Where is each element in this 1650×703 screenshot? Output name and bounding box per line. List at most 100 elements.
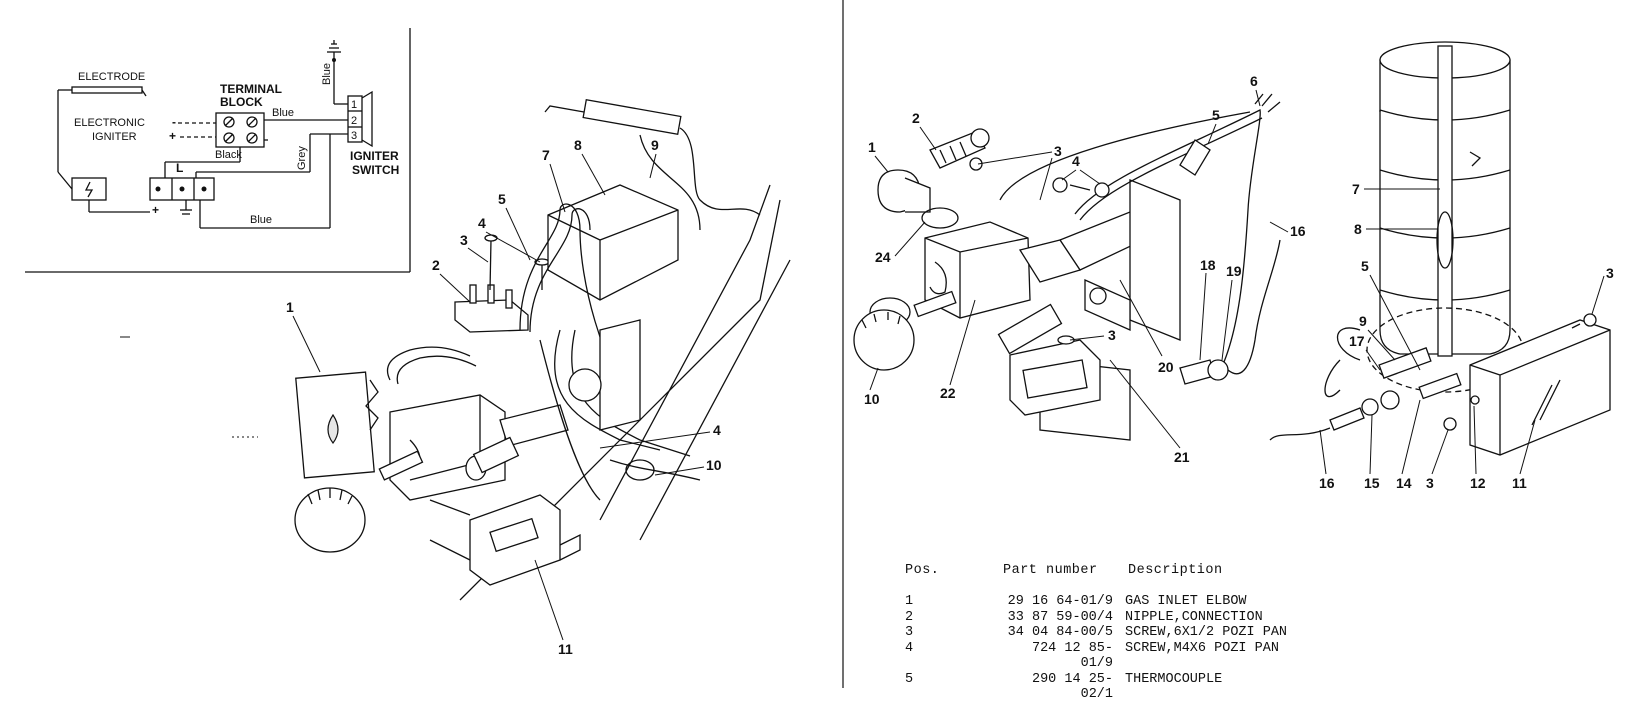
terminal-label-2: BLOCK [220, 95, 263, 109]
electrode-icon [71, 86, 143, 94]
terminal-label-1: TERMINAL [220, 82, 282, 96]
callout-3: 3 [460, 232, 468, 248]
terminal-block [454, 299, 529, 333]
terminal-screws [223, 116, 258, 144]
electrode [582, 99, 682, 135]
mid-callout-6: 6 [1250, 73, 1258, 89]
row-description: SCREW,6X1/2 POZI PAN [1125, 625, 1288, 640]
mid-callout-24: 24 [875, 249, 891, 265]
mid-callout-20: 20 [1158, 359, 1174, 375]
right-callout-15: 15 [1364, 475, 1380, 491]
callout-8: 8 [574, 137, 582, 153]
row-pos: 5 [905, 671, 914, 687]
right-callout-12: 12 [1470, 475, 1486, 491]
mid-callout-4: 4 [1072, 153, 1080, 169]
mid-callout-1: 1 [868, 139, 876, 155]
igniter-label-1: ELECTRONIC [74, 117, 145, 129]
probe-tube [1437, 45, 1453, 357]
mid-callout-10: 10 [864, 391, 880, 407]
callout-9: 9 [651, 137, 659, 153]
mid-callout-18: 18 [1200, 257, 1216, 273]
row-part-number: 724 12 85-01/9 [1031, 640, 1113, 672]
callout-10: 10 [706, 457, 722, 473]
header-description: Description [1128, 563, 1223, 578]
left-callouts: 1 2 3 4 5 7 8 9 4 10 11 [286, 137, 722, 657]
table-row: 2 33 87 59-00/4 NIPPLE,CONNECTION [905, 610, 1428, 626]
switch-terminal-2: 2 [351, 115, 357, 127]
L-label: L [176, 161, 183, 175]
callout-1: 1 [286, 299, 294, 315]
right-callout-14: 14 [1396, 475, 1412, 491]
right-callout-17: 17 [1349, 333, 1365, 349]
shield-bracket [1469, 319, 1611, 456]
mid-callout-19: 19 [1226, 263, 1242, 279]
row-part-number: 290 14 25-02/1 [1031, 671, 1113, 703]
right-callout-3: 3 [1606, 265, 1614, 281]
right-callout-3b: 3 [1426, 475, 1434, 491]
row-part-number: 34 04 84-00/5 [1007, 625, 1113, 640]
row-part-number: 33 87 59-00/4 [1007, 609, 1113, 625]
callout-2: 2 [432, 257, 440, 273]
header-part-number: Part number [1003, 563, 1098, 578]
table-row: 3 34 04 84-00/5 SCREW,6X1/2 POZI PAN [905, 625, 1428, 641]
callout-7: 7 [542, 147, 550, 163]
wire-blue-top: Blue [272, 107, 294, 119]
right-cylinder-view [1269, 41, 1611, 456]
header-pos: Pos. [905, 563, 940, 578]
switch-label-1: IGNITER [350, 149, 399, 163]
flame-icon [327, 413, 339, 444]
switch-label-2: SWITCH [352, 163, 399, 177]
wire-blue-bottom: Blue [250, 214, 272, 226]
spark-icon [84, 181, 94, 198]
table-row: 5 290 14 25-02/1 THERMOCOUPLE [905, 672, 1428, 703]
wiring-diagram: ELECTRODE ELECTRONIC IGNITER - + TERMINA… [25, 28, 411, 273]
mid-callouts: 1 2 3 4 5 6 16 18 19 24 3 20 21 22 10 [864, 73, 1306, 465]
right-callout-7: 7 [1352, 181, 1360, 197]
row-description: SCREW,M4X6 POZI PAN [1125, 640, 1279, 656]
mid-callout-21: 21 [1174, 449, 1190, 465]
middle-exploded-view [853, 93, 1281, 441]
callout-5: 5 [498, 191, 506, 207]
igniter-switch-icon [347, 95, 363, 143]
control-knob-mid [853, 309, 915, 371]
parts-table: Pos. Part number Description 1 29 16 64-… [905, 563, 1428, 703]
igniter-label-2: IGNITER [92, 131, 137, 143]
right-callout-11: 11 [1512, 475, 1527, 491]
mid-callout-2: 2 [912, 110, 920, 126]
mid-callout-3b: 3 [1108, 327, 1116, 343]
table-row: 1 29 16 64-01/9 GAS INLET ELBOW [905, 594, 1428, 610]
right-callout-16: 16 [1319, 475, 1335, 491]
right-callout-5: 5 [1361, 258, 1369, 274]
switch-terminal-1: 1 [351, 99, 357, 111]
table-row: 4 724 12 85-01/9 SCREW,M4X6 POZI PAN [905, 641, 1428, 672]
parts-table-header: Pos. Part number Description [905, 563, 1428, 578]
callout-11: 11 [558, 641, 573, 657]
minus-label: - [172, 115, 176, 129]
igniter-box-icon [71, 177, 107, 201]
ignition-box [547, 184, 679, 301]
wire-blue-vert: Blue [321, 63, 333, 85]
row-pos: 2 [905, 609, 914, 625]
left-exploded-view [294, 99, 791, 601]
callout-4: 4 [478, 215, 486, 231]
plus-label-2: + [152, 203, 159, 217]
wire-black: Black [215, 149, 242, 161]
right-callouts: 7 8 5 9 17 3 16 15 14 3 12 11 [1319, 181, 1614, 491]
row-description: GAS INLET ELBOW [1125, 594, 1247, 609]
switch-terminal-3: 3 [351, 130, 357, 142]
callout-4b: 4 [713, 422, 721, 438]
electrode-label: ELECTRODE [78, 71, 145, 83]
right-callout-8: 8 [1354, 221, 1362, 237]
terminal-block-icon [215, 112, 265, 148]
wire-grey: Grey [296, 146, 308, 170]
mid-callout-22: 22 [940, 385, 956, 401]
row-part-number: 29 16 64-01/9 [1007, 594, 1113, 609]
mid-callout-3: 3 [1054, 143, 1062, 159]
row-pos: 3 [905, 625, 914, 640]
row-pos: 4 [905, 640, 914, 656]
row-description: NIPPLE,CONNECTION [1125, 609, 1263, 625]
diagram-canvas: ELECTRODE ELECTRONIC IGNITER - + TERMINA… [25, 0, 1614, 688]
mid-callout-5: 5 [1212, 107, 1220, 123]
plus-label: + [169, 129, 176, 143]
row-description: THERMOCOUPLE [1125, 671, 1223, 687]
